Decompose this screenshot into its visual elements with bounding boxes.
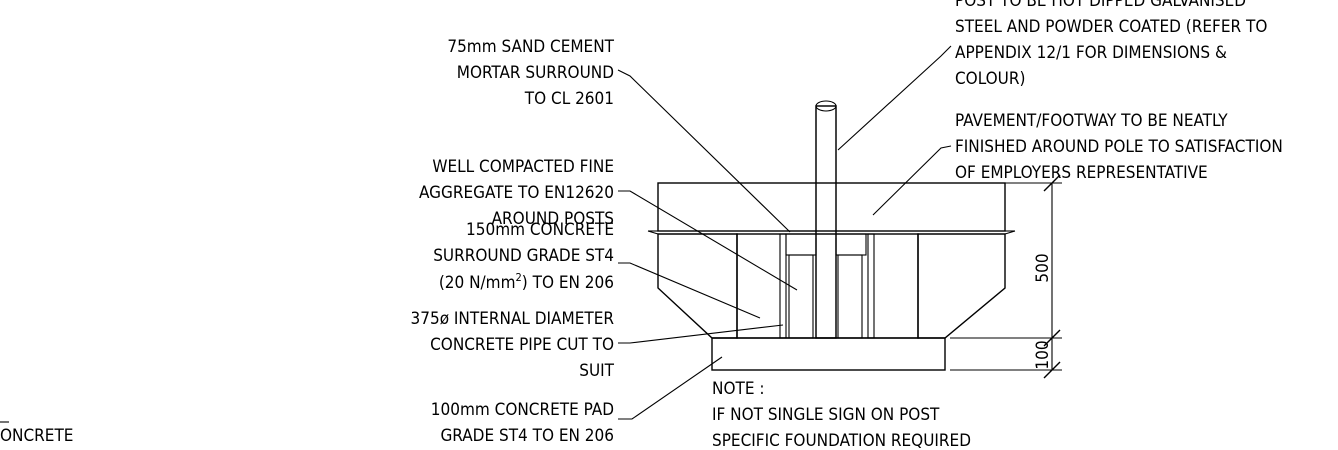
concrete-pad xyxy=(711,337,946,371)
fine-aggregate-right xyxy=(837,254,863,339)
dimension-500: 500 xyxy=(1033,253,1053,282)
sign-post xyxy=(815,105,837,339)
side-fill-right xyxy=(917,233,1006,339)
svg-text:OF EMPLOYERS REPRESENTATIVE: OF EMPLOYERS REPRESENTATIVE xyxy=(955,163,1208,183)
post-top xyxy=(815,100,837,112)
svg-text:100mm CONCRETE PAD: 100mm CONCRETE PAD xyxy=(431,400,614,420)
svg-text:SPECIFIC FOUNDATION REQUIRED: SPECIFIC FOUNDATION REQUIRED xyxy=(712,431,971,450)
side-fill-left xyxy=(657,233,738,339)
svg-text:(20 N/mm2) TO EN 206: (20 N/mm2) TO EN 206 xyxy=(439,271,614,293)
svg-text:AROUND POSTS: AROUND POSTS xyxy=(492,209,614,229)
concrete-surround xyxy=(736,233,919,339)
pad-label: 100mm CONCRETE PAD GRADE ST4 TO EN 206 xyxy=(431,400,614,446)
svg-text:TO CL 2601: TO CL 2601 xyxy=(524,89,614,109)
svg-text:IF NOT SINGLE SIGN ON POST: IF NOT SINGLE SIGN ON POST xyxy=(712,405,940,425)
svg-text:75mm SAND CEMENT: 75mm SAND CEMENT xyxy=(447,37,614,57)
svg-text:SURROUND GRADE ST4: SURROUND GRADE ST4 xyxy=(433,246,614,266)
foundation-section xyxy=(647,100,1016,371)
pavement-slab xyxy=(657,182,1006,232)
note-label: NOTE : IF NOT SINGLE SIGN ON POST SPECIF… xyxy=(712,379,971,450)
svg-text:150mm CONCRETE: 150mm CONCRETE xyxy=(466,220,614,240)
svg-text:WELL COMPACTED FINE: WELL COMPACTED FINE xyxy=(432,157,614,177)
svg-text:NOTE :: NOTE : xyxy=(712,379,765,399)
mortar-right xyxy=(835,233,867,256)
pipe-wall-right xyxy=(867,233,875,339)
mortar-left xyxy=(785,233,817,256)
post-label: POST TO BE HOT DIPPED GALVANISED STEEL A… xyxy=(955,0,1267,89)
svg-text:COLOUR): COLOUR) xyxy=(955,69,1025,89)
concrete-surround-label: 150mm CONCRETE SURROUND GRADE ST4 (20 N/… xyxy=(433,220,614,293)
pipe-wall-left xyxy=(779,233,787,339)
sand-mortar-label: 75mm SAND CEMENT MORTAR SURROUND TO CL 2… xyxy=(447,37,614,109)
dimension-100: 100 xyxy=(1033,340,1053,369)
svg-text:GRADE ST4 TO EN 206: GRADE ST4 TO EN 206 xyxy=(440,426,614,446)
left-cut-label: ONCRETE xyxy=(0,426,73,446)
svg-text:PAVEMENT/FOOTWAY TO BE NEATLY: PAVEMENT/FOOTWAY TO BE NEATLY xyxy=(955,111,1228,131)
svg-text:375ø INTERNAL DIAMETER: 375ø INTERNAL DIAMETER xyxy=(411,309,615,329)
svg-text:SUIT: SUIT xyxy=(579,361,614,381)
fine-aggregate-label: WELL COMPACTED FINE AGGREGATE TO EN12620… xyxy=(419,157,614,229)
svg-text:APPENDIX 12/1 FOR DIMENSIONS &: APPENDIX 12/1 FOR DIMENSIONS & xyxy=(955,43,1227,63)
svg-text:MORTAR SURROUND: MORTAR SURROUND xyxy=(457,63,614,83)
leader-lines xyxy=(617,45,952,420)
fine-aggregate-left xyxy=(788,254,814,339)
svg-text:FINISHED AROUND POLE TO SATISF: FINISHED AROUND POLE TO SATISFACTION xyxy=(955,137,1283,157)
svg-text:CONCRETE PIPE CUT TO: CONCRETE PIPE CUT TO xyxy=(430,335,614,355)
svg-text:POST TO BE HOT DIPPED GALVANIS: POST TO BE HOT DIPPED GALVANISED xyxy=(955,0,1246,11)
svg-text:STEEL AND POWDER COATED (REFER: STEEL AND POWDER COATED (REFER TO xyxy=(955,17,1267,37)
svg-text:AGGREGATE TO EN12620: AGGREGATE TO EN12620 xyxy=(419,183,614,203)
pavement-label: PAVEMENT/FOOTWAY TO BE NEATLY FINISHED A… xyxy=(955,111,1283,183)
dimension-lines: 500 100 xyxy=(950,174,1062,379)
pipe-label: 375ø INTERNAL DIAMETER CONCRETE PIPE CUT… xyxy=(411,309,615,381)
